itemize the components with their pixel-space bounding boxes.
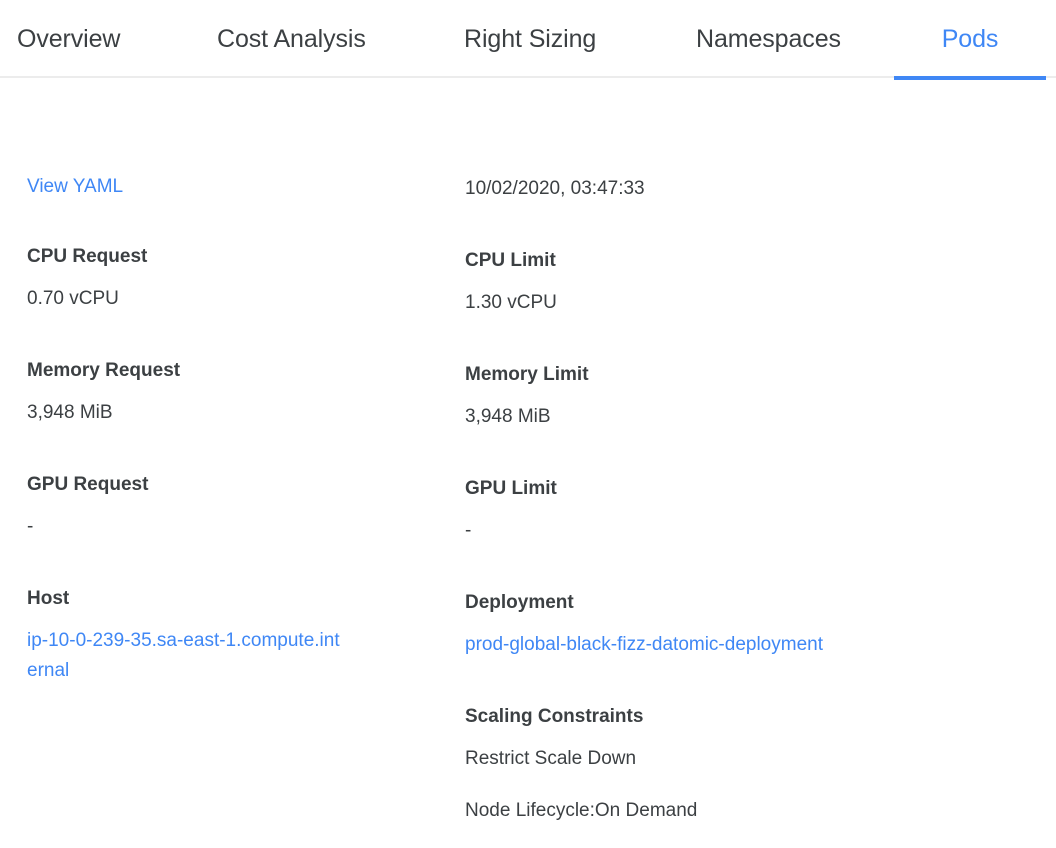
tab-cost-analysis[interactable]: Cost Analysis xyxy=(217,0,366,78)
tab-bar: Overview Cost Analysis Right Sizing Name… xyxy=(0,0,1056,80)
cpu-limit-value: 1.30 vCPU xyxy=(465,292,557,313)
view-yaml-link[interactable]: View YAML xyxy=(27,176,124,197)
gpu-request-field: GPU Request - xyxy=(27,472,349,542)
left-spacer-3 xyxy=(27,450,349,472)
memory-request-label: Memory Request xyxy=(27,360,181,381)
tab-pods-underline xyxy=(894,76,1046,80)
view-yaml-field: View YAML xyxy=(27,174,349,200)
scaling-constraint-restrict-scale-down: Restrict Scale Down xyxy=(465,748,637,769)
right-spacer-3 xyxy=(465,454,850,476)
deployment-link[interactable]: prod-global-black-fizz-datomic-deploymen… xyxy=(465,634,823,655)
memory-request-field: Memory Request 3,948 MiB xyxy=(27,358,349,428)
right-spacer-1 xyxy=(465,226,850,248)
left-spacer-4 xyxy=(27,564,349,586)
tab-namespaces[interactable]: Namespaces xyxy=(696,0,841,78)
cpu-limit-label: CPU Limit xyxy=(465,250,556,271)
details-column-left: View YAML CPU Request 0.70 vCPU Memory R… xyxy=(27,174,349,708)
gpu-limit-value: - xyxy=(465,520,472,541)
pod-start-timestamp: 10/02/2020, 03:47:33 xyxy=(465,178,645,199)
gpu-limit-field: GPU Limit - xyxy=(465,476,850,546)
left-spacer-1 xyxy=(27,222,349,244)
left-spacer-2 xyxy=(27,336,349,358)
right-spacer-2 xyxy=(465,340,850,362)
tab-pods-label: Pods xyxy=(941,24,999,53)
gpu-request-value: - xyxy=(27,516,34,537)
tab-right-sizing-label: Right Sizing xyxy=(464,24,597,53)
tab-cost-analysis-label: Cost Analysis xyxy=(217,24,366,53)
tab-overview-label: Overview xyxy=(17,24,121,53)
cpu-request-field: CPU Request 0.70 vCPU xyxy=(27,244,349,314)
memory-limit-label: Memory Limit xyxy=(465,364,589,385)
right-spacer-5 xyxy=(465,682,850,704)
scaling-constraints-field: Scaling Constraints Restrict Scale Down … xyxy=(465,704,850,826)
deployment-field: Deployment prod-global-black-fizz-datomi… xyxy=(465,590,850,660)
tab-pods[interactable]: Pods xyxy=(894,0,1046,80)
host-field: Host ip-10-0-239-35.sa-east-1.compute.in… xyxy=(27,586,349,686)
gpu-limit-label: GPU Limit xyxy=(465,478,557,499)
cpu-limit-field: CPU Limit 1.30 vCPU xyxy=(465,248,850,318)
host-label: Host xyxy=(27,588,70,609)
details-column-right: 10/02/2020, 03:47:33 CPU Limit 1.30 vCPU… xyxy=(465,174,850,848)
tab-bar-inner: Overview Cost Analysis Right Sizing Name… xyxy=(0,0,1056,80)
scaling-constraints-label: Scaling Constraints xyxy=(465,706,644,727)
host-link[interactable]: ip-10-0-239-35.sa-east-1.compute.interna… xyxy=(27,630,340,681)
tab-right-sizing[interactable]: Right Sizing xyxy=(464,0,596,78)
memory-limit-value: 3,948 MiB xyxy=(465,406,551,427)
tab-overview[interactable]: Overview xyxy=(17,0,120,78)
gpu-request-label: GPU Request xyxy=(27,474,149,495)
right-spacer-4 xyxy=(465,568,850,590)
memory-limit-field: Memory Limit 3,948 MiB xyxy=(465,362,850,432)
memory-request-value: 3,948 MiB xyxy=(27,402,113,423)
cpu-request-label: CPU Request xyxy=(27,246,148,267)
scaling-constraint-node-lifecycle: Node Lifecycle:On Demand xyxy=(465,800,698,821)
cpu-request-value: 0.70 vCPU xyxy=(27,288,119,309)
timestamp-field: 10/02/2020, 03:47:33 xyxy=(465,174,850,204)
tab-namespaces-label: Namespaces xyxy=(696,24,841,53)
deployment-label: Deployment xyxy=(465,592,574,613)
